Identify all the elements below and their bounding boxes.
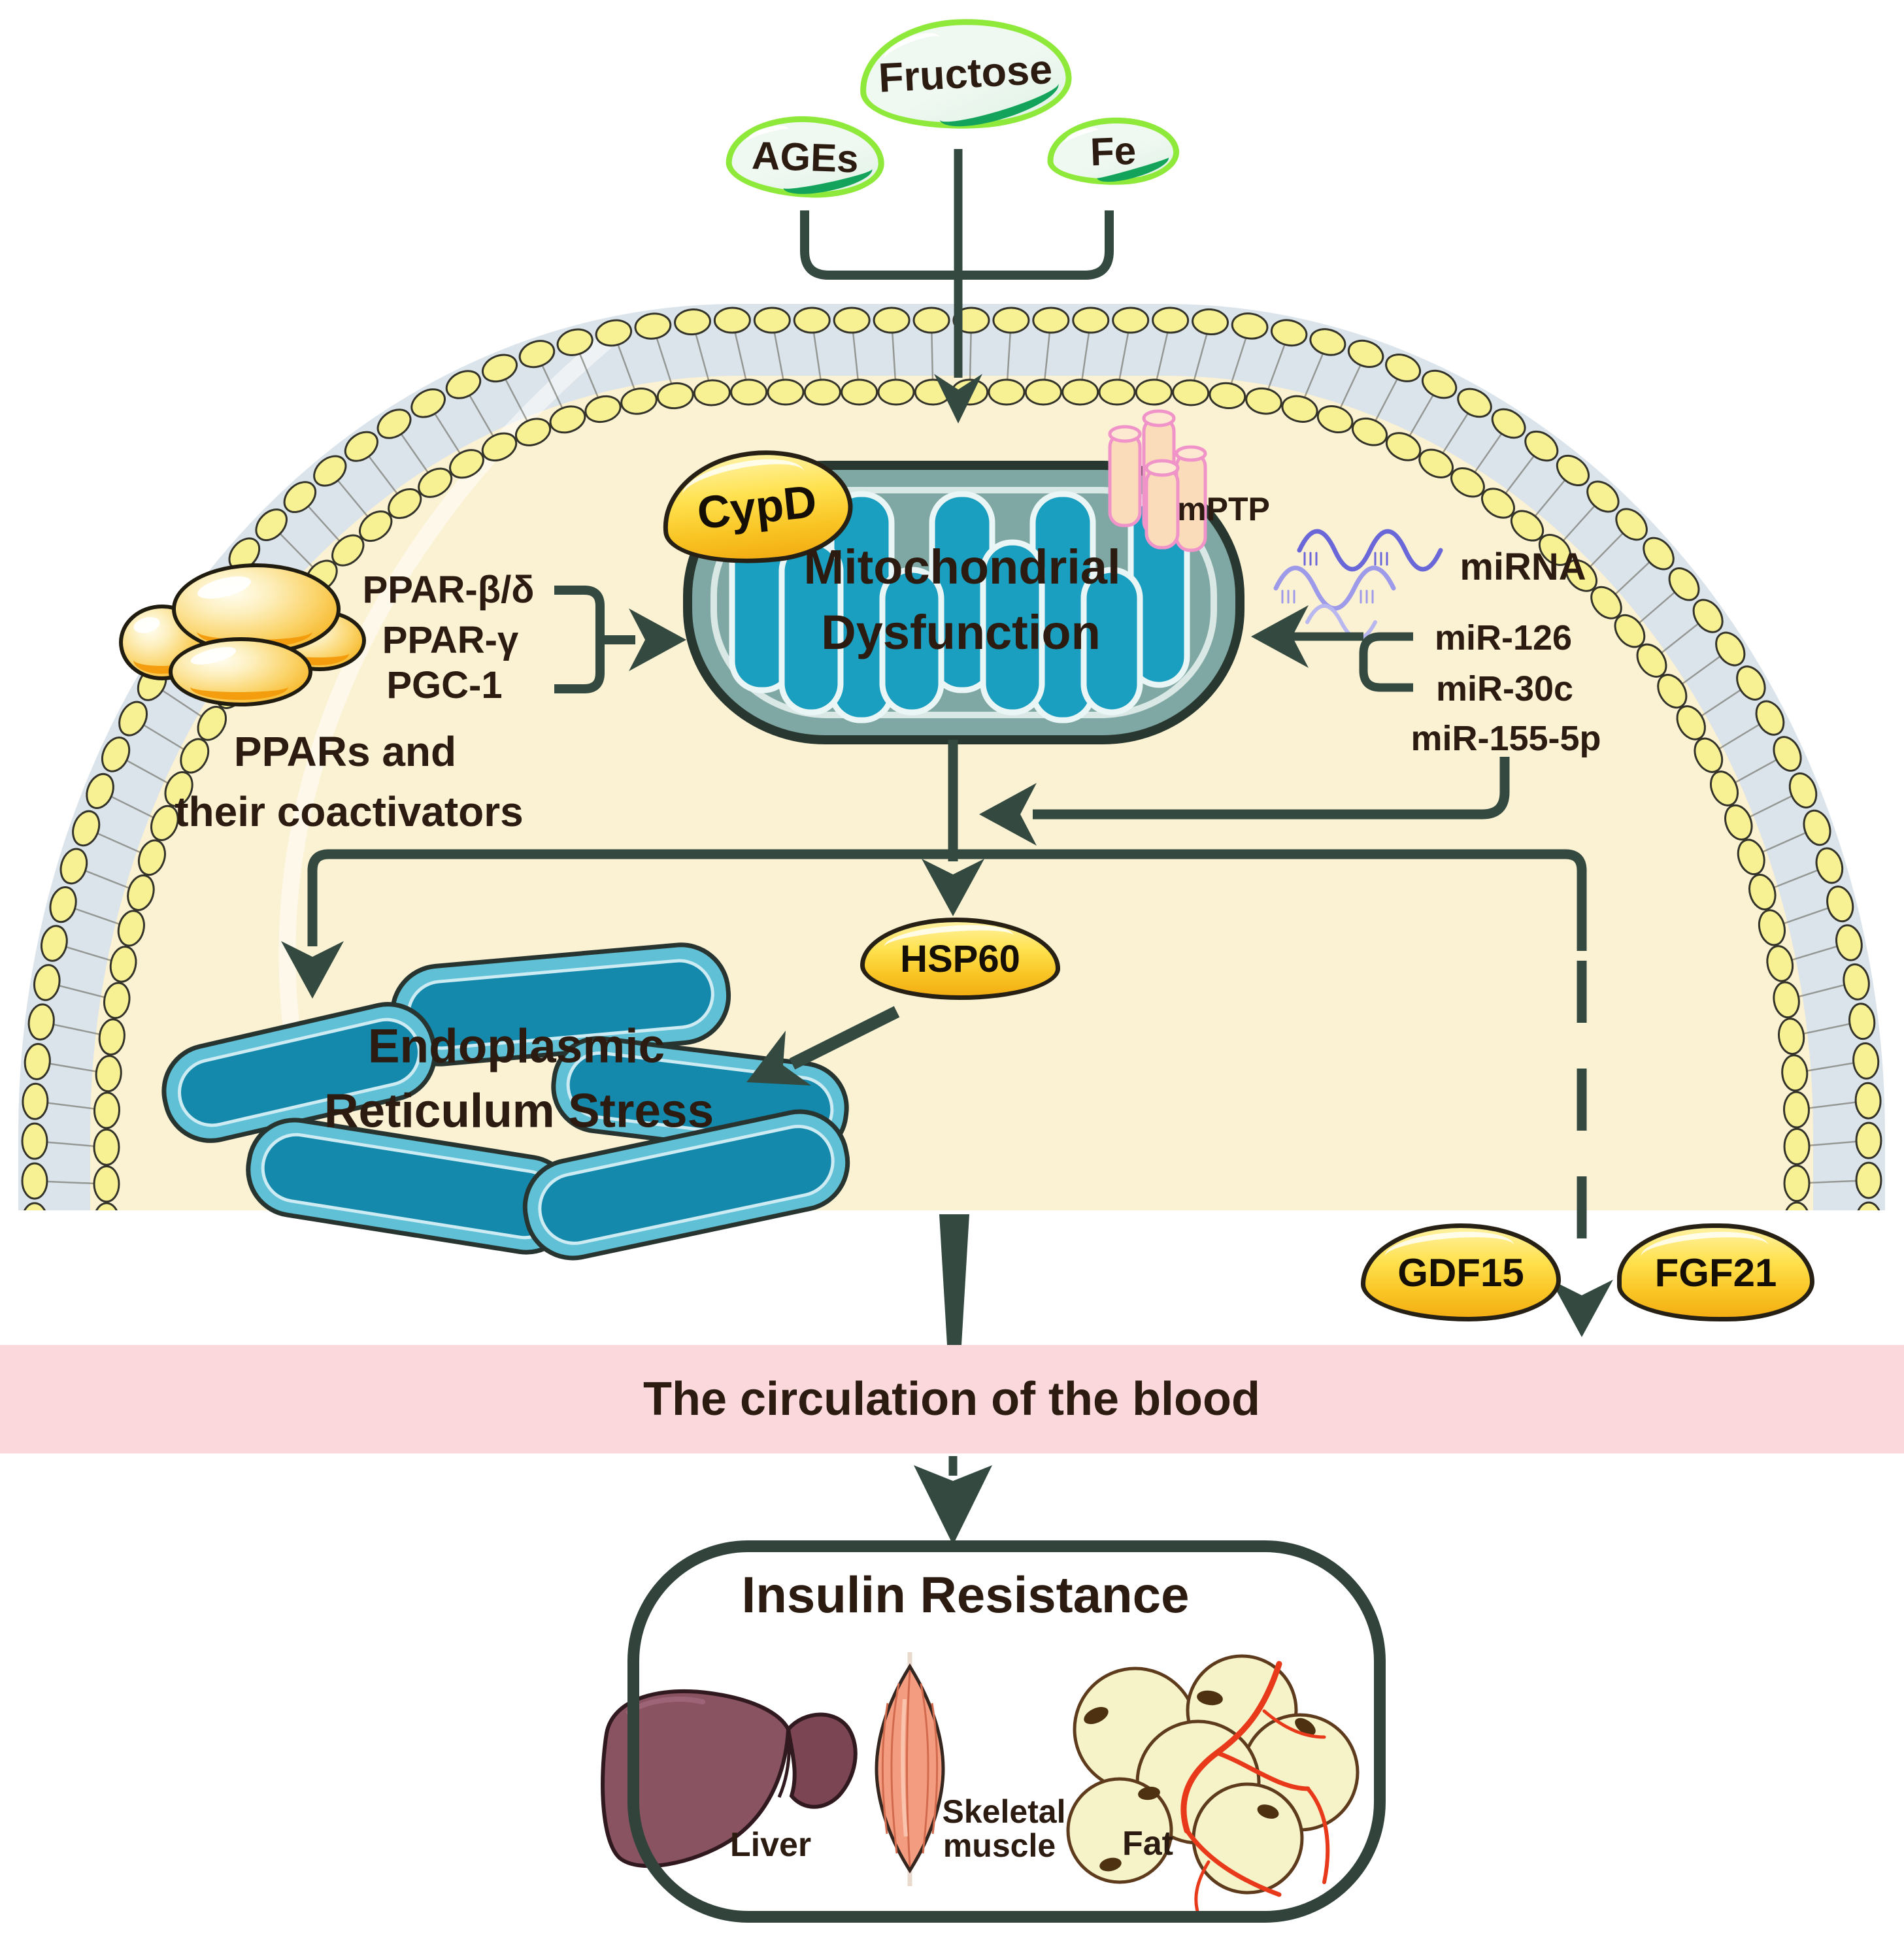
organ-label-muscle: muscle (943, 1827, 1056, 1864)
ppar-item-0: PPAR-β/δ (362, 569, 535, 611)
input-fructose: Fructose (856, 13, 1075, 137)
mir-item-1: miR-30c (1435, 669, 1574, 708)
mir-item-0: miR-126 (1434, 618, 1573, 657)
hsp60-label: HSP60 (900, 937, 1020, 980)
ppar-complex-icon (169, 637, 312, 706)
mito-label-line2: Dysfunction (821, 605, 1101, 659)
ppar-item-1: PPAR-γ (382, 619, 519, 661)
ppar-item-2: PGC-1 (386, 664, 503, 706)
er-label-line1: Endoplasmic (367, 1020, 665, 1073)
fgf21-label: FGF21 (1654, 1250, 1777, 1295)
arrow-hsp60-er (789, 1006, 900, 1070)
arrow-mir155 (1033, 757, 1510, 820)
arrow-to-blood (939, 1214, 969, 1345)
insulin-title: Insulin Resistance (741, 1566, 1190, 1623)
mptp-channel-icon (1108, 409, 1207, 552)
mptp-label: mPTP (1177, 491, 1270, 527)
gdf15-blob: GDF15 (1361, 1223, 1561, 1321)
organ-label-liver: Liver (729, 1826, 812, 1864)
gdf15-label: GDF15 (1397, 1250, 1524, 1295)
er-label-line2: Reticulum Stress (324, 1084, 714, 1138)
fgf21-blob: FGF21 (1617, 1223, 1814, 1321)
mirna-waves-icon (1273, 529, 1443, 640)
mito-label-line1: Mitochondrial (803, 540, 1121, 594)
organ-label-fat: Fat (1122, 1825, 1173, 1863)
input-fe: Fe (1046, 115, 1180, 188)
blood-circulation-band (0, 1345, 1904, 1453)
arrows (281, 149, 1613, 1545)
ppar-caption-line2: their coactivators (175, 788, 524, 835)
bracket-inputs (800, 210, 1114, 280)
input-ages: AGEs (724, 113, 886, 201)
ppar-caption-line1: PPARs and (233, 728, 457, 775)
insulin-resistance-box (627, 1540, 1386, 1923)
mirna-label: miRNA (1460, 546, 1586, 588)
blood-band-label: The circulation of the blood (643, 1373, 1260, 1425)
bracket-ppar (554, 586, 605, 693)
bracket-mir (1359, 632, 1413, 692)
organ-label-skeletal: Skeletal (942, 1793, 1066, 1830)
mir-item-2: miR-155-5p (1411, 719, 1601, 758)
hsp60-blob: HSP60 (860, 918, 1060, 1000)
